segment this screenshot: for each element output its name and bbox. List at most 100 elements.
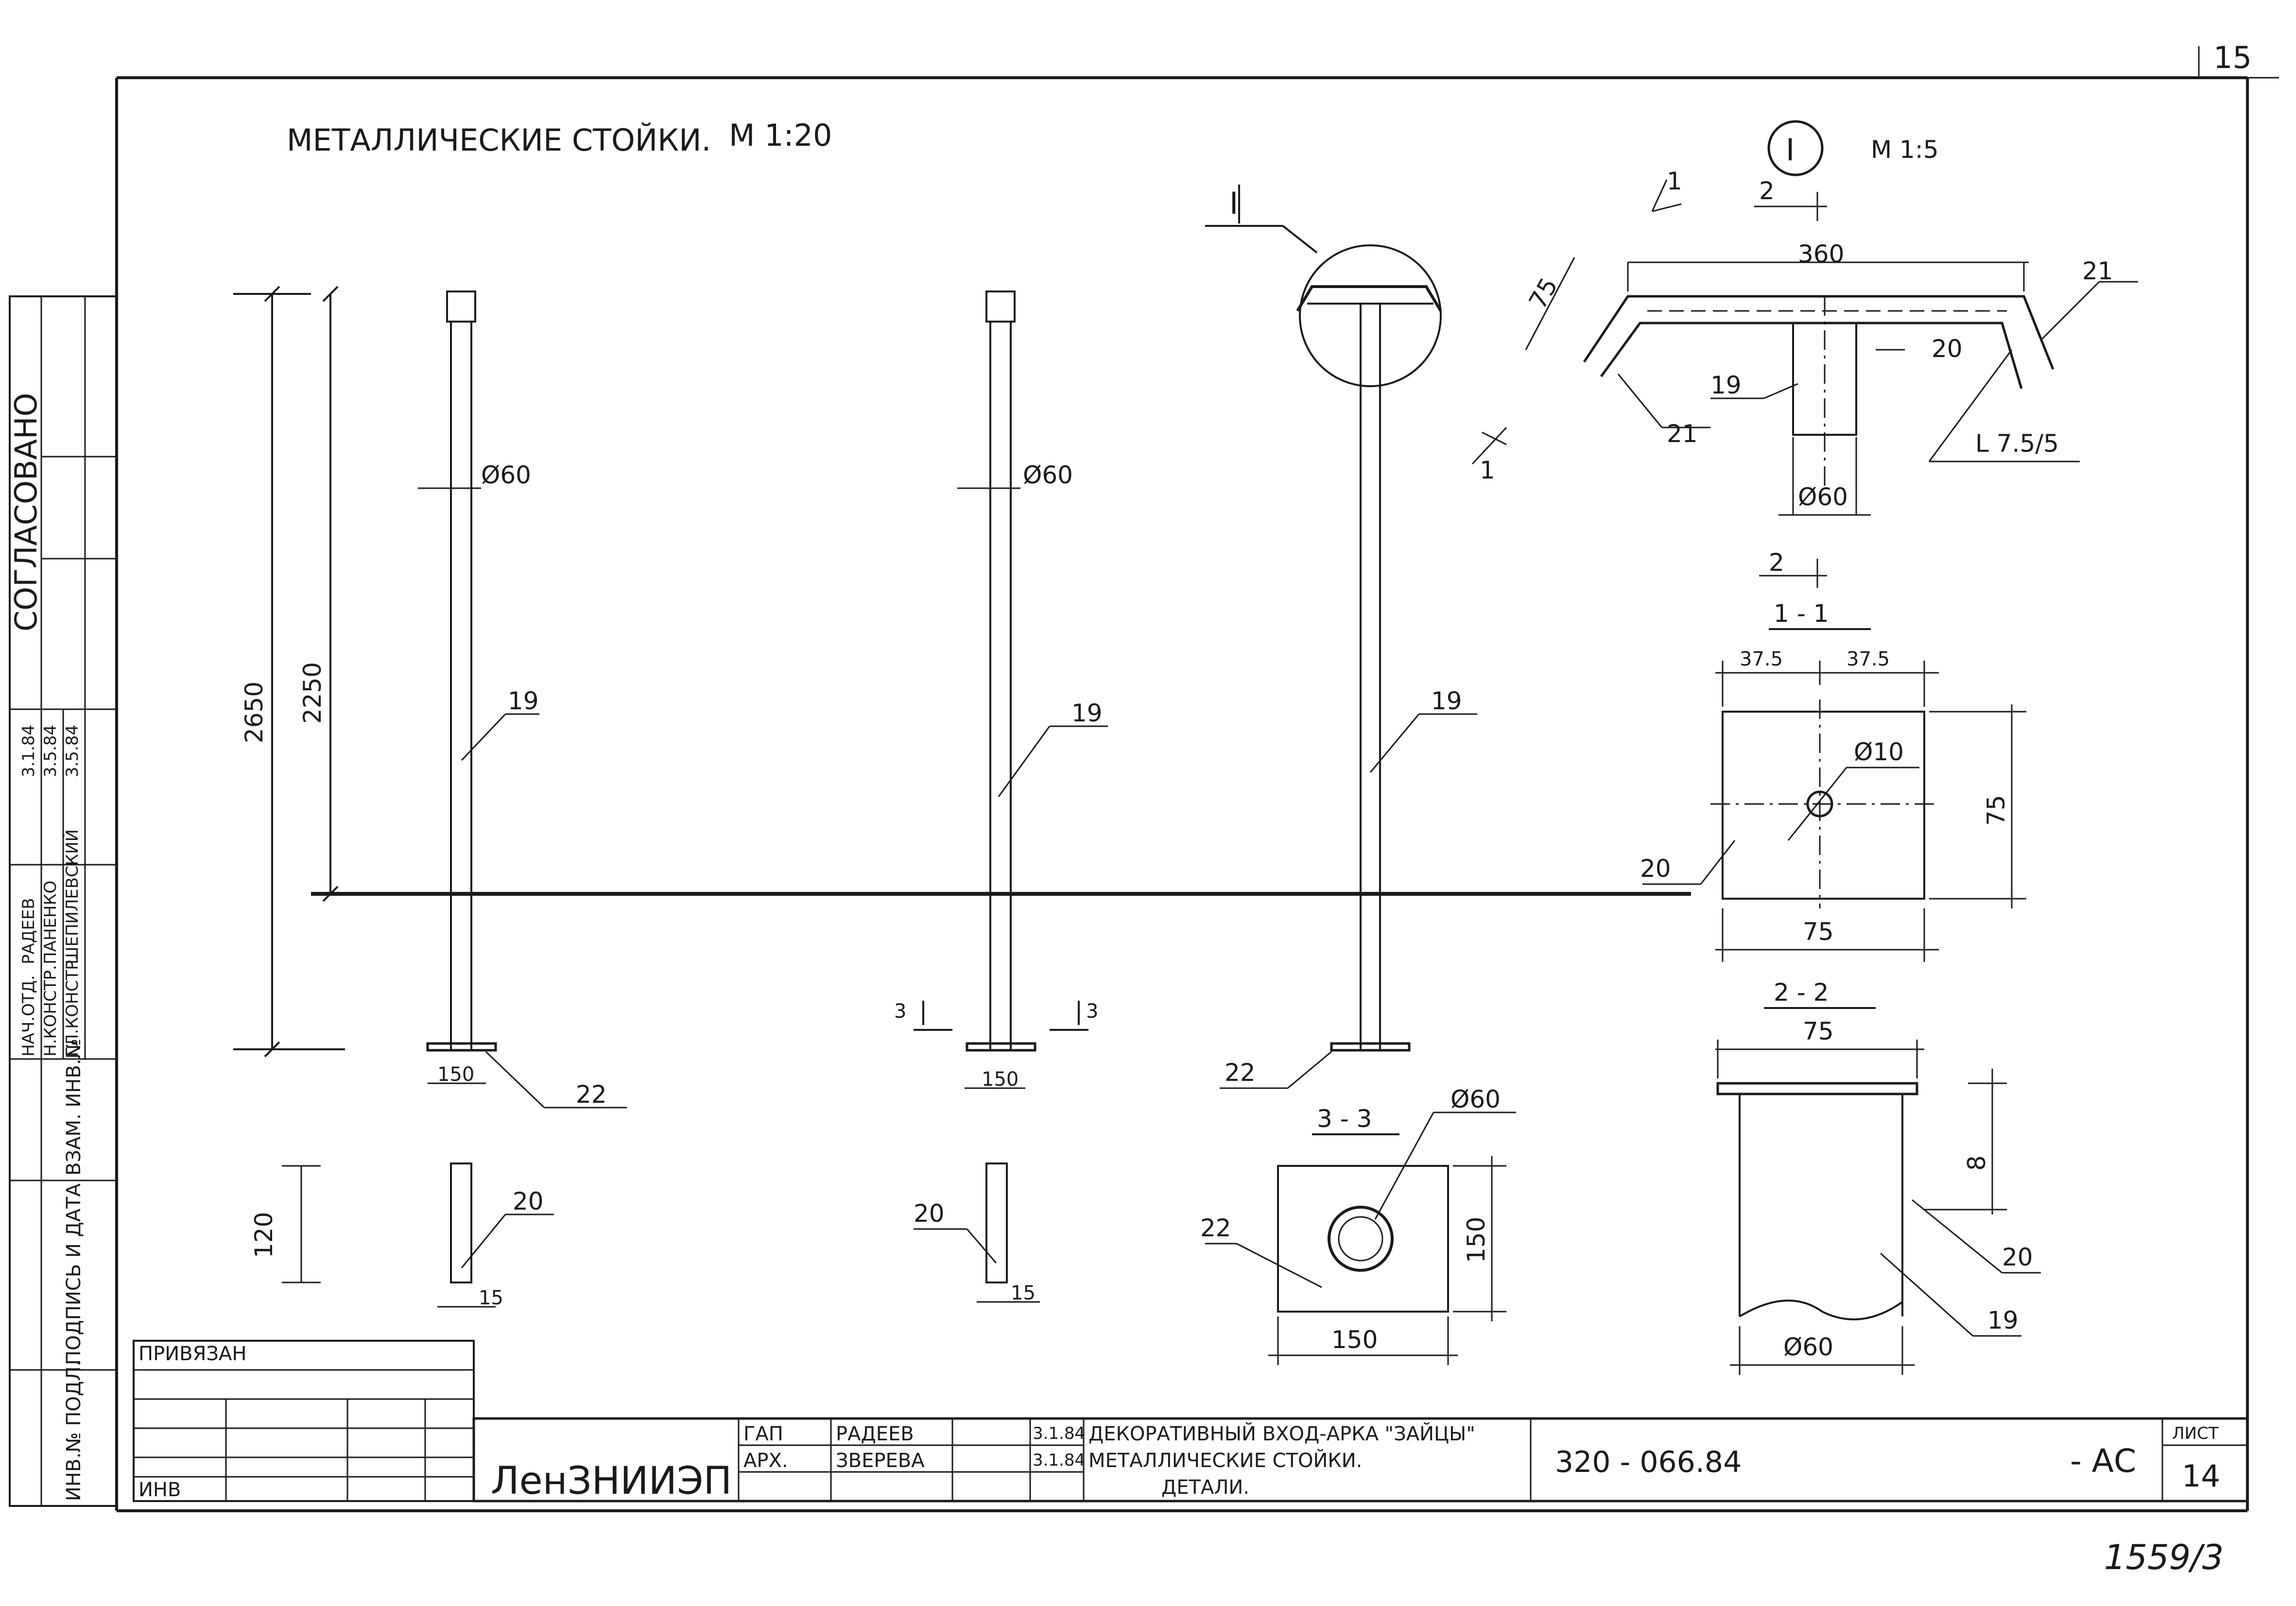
section-1-1-mark-20: 20 [1640, 854, 1671, 883]
column-1-mark-22: 22 [576, 1080, 607, 1109]
stamp-name-1: РАДЕЕВ [19, 898, 38, 964]
plate-1-thickness: 15 [479, 1287, 503, 1309]
description-line-3: ДЕТАЛИ. [1161, 1476, 1249, 1499]
left-approval-stamp [9, 295, 118, 1507]
detail-i-height: 75 [1523, 273, 1563, 314]
detail-i-mark-20: 20 [1932, 335, 1963, 363]
section-3-3-label: 3 - 3 [1317, 1105, 1372, 1133]
section-1-1-plate [1642, 661, 2026, 962]
stamp-role-3: ГЛ.КОНСТР. [63, 955, 82, 1057]
column-1 [426, 290, 497, 1052]
detail-i-pipe: Ø60 [1798, 483, 1848, 511]
inv-label: ИНВ [138, 1479, 181, 1501]
section-2-2-mark-20: 20 [2002, 1243, 2033, 1271]
detail-i-angle: L 7.5/5 [1975, 429, 2059, 458]
column-3-mark-22: 22 [1225, 1059, 1256, 1087]
section-1-1-label: 1 - 1 [1774, 599, 1829, 628]
section-1-1-half-a: 37.5 [1740, 648, 1783, 670]
drawing-title: МЕТАЛЛИЧЕСКИЕ СТОЙКИ. [287, 122, 711, 158]
inv-podl-label: ИНВ.№ ПОДЛ. [63, 1360, 85, 1501]
post-height-label: 2250 [298, 662, 327, 724]
column-2-base-width: 150 [982, 1068, 1019, 1091]
privyazan-label: ПРИВЯЗАН [138, 1343, 246, 1365]
column-2 [966, 290, 1036, 1052]
drawing-suffix: - АС [2070, 1442, 2136, 1480]
stamp-date-1: 3.1.84 [19, 725, 38, 777]
section-3-right: 3 [1086, 1000, 1098, 1023]
organization-name: ЛенЗНИИЭП [491, 1459, 732, 1503]
overall-height-label: 2650 [240, 682, 268, 743]
page-number-top: 15 [2213, 40, 2252, 75]
date-2: 3.1.84 [1033, 1451, 1085, 1470]
detail-i-width: 360 [1798, 240, 1844, 268]
detail-callout-label: I [1229, 186, 1238, 221]
section-2-2-weld: 8 [1963, 1155, 1991, 1171]
plate-1-height: 120 [250, 1212, 278, 1258]
section-2-2-label: 2 - 2 [1774, 978, 1829, 1007]
detail-i-section-2: 2 [1759, 177, 1775, 205]
detail-i-mark-21-right: 21 [2082, 257, 2113, 285]
name-zvereva: ЗВЕРЕВА [836, 1450, 925, 1472]
stamp-role-1: НАЧ.ОТД. [19, 975, 38, 1057]
column-2-mark-19: 19 [1071, 699, 1103, 727]
name-radeev: РАДЕЕВ [836, 1423, 914, 1445]
section-1-1-hole: Ø10 [1854, 738, 1904, 766]
stamp-role-2: Н.КОНСТР. [41, 965, 60, 1057]
scale-detail: М 1:5 [1871, 136, 1939, 164]
stamp-name-3: ШЕПИЛЕВСКИЙ [62, 829, 82, 964]
detail-i-section-1-top: 1 [1667, 167, 1682, 195]
sheet-label: ЛИСТ [2172, 1424, 2219, 1443]
date-1: 3.1.84 [1033, 1424, 1085, 1443]
sheet-number: 14 [2182, 1458, 2220, 1494]
stamp-date-3: 3.5.84 [63, 725, 82, 777]
sheet-frame [115, 46, 2279, 1512]
section-1-1-height: 75 [1982, 795, 2010, 826]
description-line-1: ДЕКОРАТИВНЫЙ ВХОД-АРКА "ЗАЙЦЫ" [1088, 1422, 1475, 1445]
handwritten-archive-number: 1559/3 [2104, 1538, 2224, 1577]
plate-2-mark-20: 20 [914, 1199, 945, 1228]
section-3-3-plate [1205, 1111, 1516, 1365]
detail-i-mark-21-left: 21 [1667, 420, 1698, 448]
section-1-1-half-b: 37.5 [1847, 648, 1890, 670]
section-3-3-mark-22: 22 [1200, 1214, 1231, 1242]
section-3-markers [914, 1001, 1088, 1031]
section-3-3-height: 150 [1462, 1217, 1490, 1263]
section-2-2-mark-19: 19 [1987, 1306, 2019, 1334]
column-1-base-width: 150 [437, 1063, 474, 1086]
section-2-2-width: 75 [1803, 1017, 1834, 1045]
column-3 [1205, 185, 1442, 1052]
section-2-2-pipe: Ø60 [1783, 1333, 1833, 1361]
vzam-inv-label: ВЗАМ. ИНВ.№ [63, 1039, 85, 1176]
plate-2 [914, 1162, 1040, 1303]
column-3-mark-19: 19 [1431, 687, 1462, 715]
detail-i-circle [1767, 120, 1824, 176]
drawing-code: 320 - 066.84 [1555, 1445, 1742, 1479]
detail-i-label: I [1786, 132, 1795, 168]
overall-height-dimension [233, 286, 345, 1058]
plate-2-thickness: 15 [1011, 1282, 1036, 1304]
post-height-dimension [322, 286, 339, 902]
section-3-3-width: 150 [1331, 1326, 1378, 1354]
title-block [472, 1417, 2249, 1503]
column-1-diameter: Ø60 [481, 461, 531, 489]
detail-i-mark-19: 19 [1710, 371, 1742, 399]
podpis-data-label: ПОДПИСЬ И ДАТА [63, 1183, 85, 1365]
description-line-2: МЕТАЛЛИЧЕСКИЕ СТОЙКИ. [1088, 1449, 1362, 1472]
section-1-1-marker-2: 2 [1769, 548, 1784, 577]
section-2-2-drawing [1715, 1040, 2041, 1375]
stamp-date-2: 3.5.84 [41, 725, 60, 777]
scale-main: М 1:20 [729, 118, 832, 153]
role-arch: АРХ. [743, 1450, 788, 1472]
column-2-diameter: Ø60 [1023, 461, 1073, 489]
detail-i-drawing [1471, 179, 2138, 516]
plate-1 [282, 1162, 554, 1308]
detail-i-section-1-bottom: 1 [1480, 456, 1495, 484]
section-3-left: 3 [894, 1000, 906, 1023]
section-3-3-pipe: Ø60 [1450, 1085, 1501, 1113]
column-1-mark-19: 19 [508, 687, 539, 715]
stamp-name-2: ПАНЕНКО [41, 881, 60, 964]
plate-1-mark-20: 20 [513, 1187, 544, 1215]
soglasovano-label: СОГЛАСОВАНО [8, 393, 44, 632]
section-1-1-width: 75 [1803, 918, 1834, 946]
